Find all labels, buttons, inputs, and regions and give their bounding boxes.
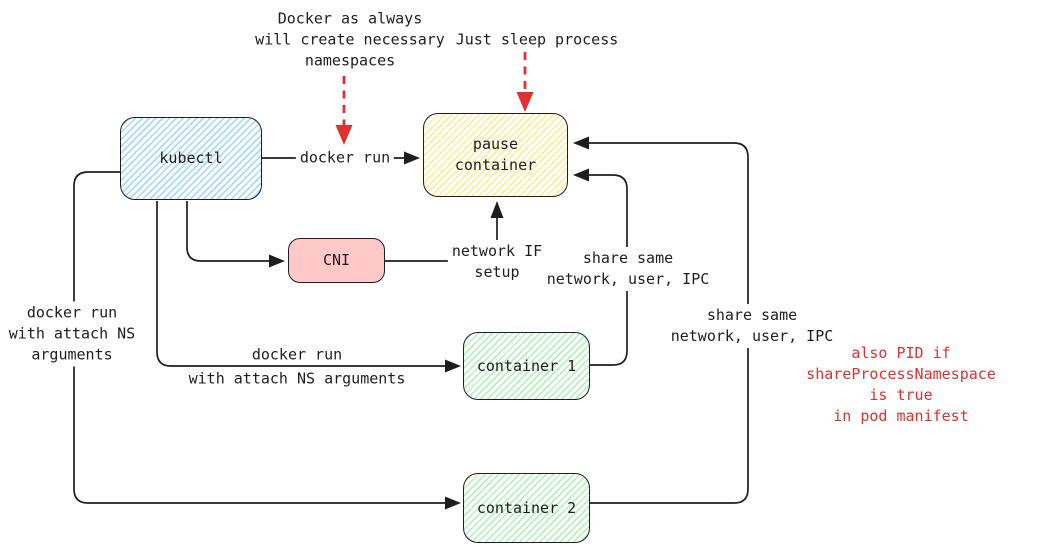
edge-label-attach-ns-left: docker run with attach NS arguments [4, 301, 140, 367]
node-cni: CNI [288, 238, 385, 283]
edge-label-attach-ns-line1: docker run [251, 345, 343, 364]
annotation-docker-namespaces: Docker as always will create necessary n… [255, 9, 445, 70]
node-kubectl-label: kubectl [159, 149, 223, 167]
edge-label-share-same-1: share same network, user, IPC [542, 247, 714, 291]
edge-label-docker-run: docker run [295, 146, 395, 170]
node-kubectl: kubectl [120, 117, 262, 200]
edge-label-network-if-setup: network IF setup [447, 240, 547, 284]
red-dashed-arrow-namespaces [335, 76, 353, 145]
node-pause-container-label: pause container [454, 135, 537, 174]
annotation-also-pid: also PID if shareProcessNamespace is tru… [806, 344, 996, 425]
node-cni-label: CNI [322, 251, 351, 269]
edge-kubectl-to-container1 [156, 201, 461, 373]
edge-label-share-same-2: share same network, user, IPC [666, 304, 838, 348]
annotation-just-sleep-process: Just sleep process [455, 30, 619, 49]
node-container-1-label: container 1 [476, 356, 577, 375]
node-container-1: container 1 [463, 332, 590, 400]
node-container-2: container 2 [463, 473, 590, 543]
edge-kubectl-to-cni [186, 201, 285, 268]
node-pause-container: pause container [423, 113, 568, 197]
edge-label-attach-ns-line2: with attach NS arguments [188, 369, 406, 388]
red-dashed-arrow-sleep [516, 52, 534, 112]
node-container-2-label: container 2 [476, 498, 577, 517]
